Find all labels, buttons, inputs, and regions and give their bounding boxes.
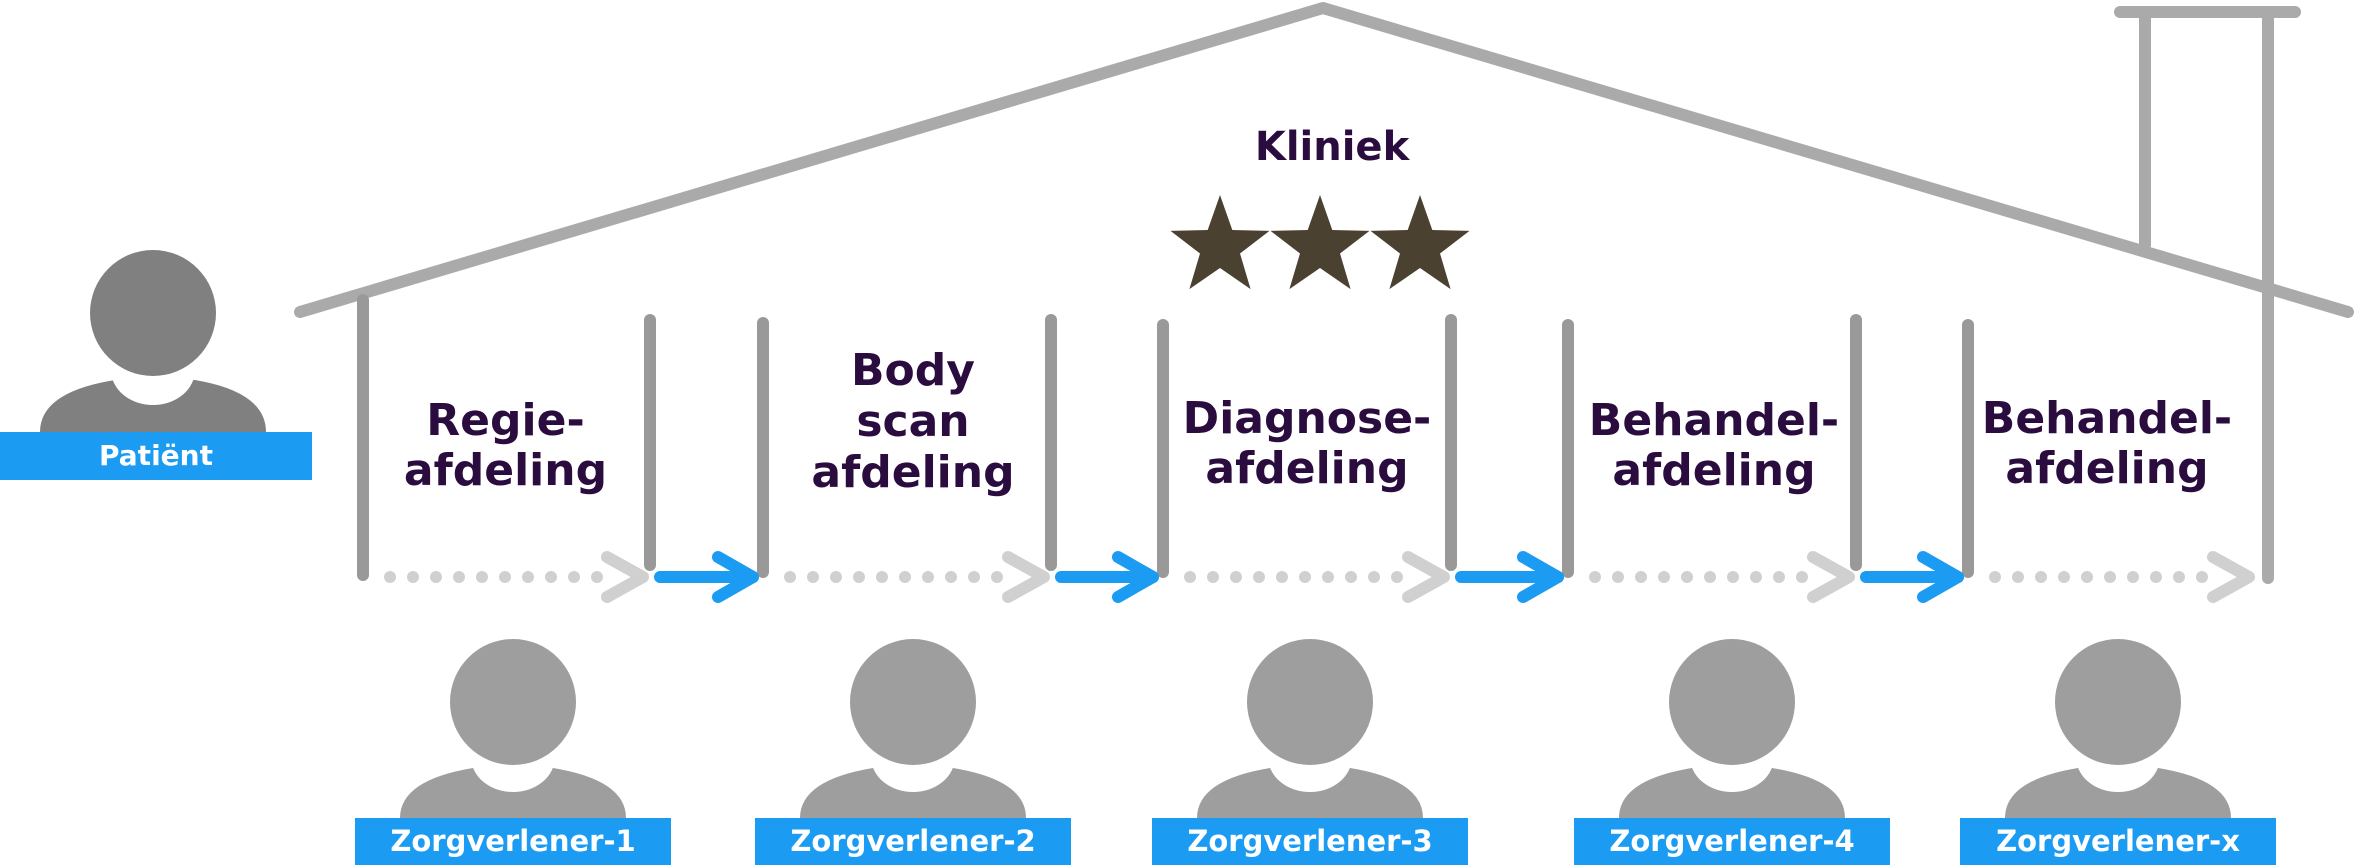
department-label-line: afdeling: [403, 445, 608, 496]
department-label-line: Diagnose-: [1182, 393, 1432, 444]
caregiver-label-3: Zorgverlener-3: [1152, 818, 1468, 865]
patient-label: Patiënt: [0, 432, 312, 480]
department-label-line: scan: [856, 396, 970, 447]
department-label-line: Regie-: [426, 395, 585, 446]
department-label-line: afdeling: [811, 447, 1015, 498]
caregiver-avatar: [1197, 639, 1423, 818]
department-label-line: afdeling: [1612, 445, 1816, 496]
caregiver-avatar: [400, 639, 626, 818]
department-label-line: Behandel-: [1588, 395, 1840, 446]
transfer-arrow-1: [654, 551, 759, 603]
roof-outline: [294, 2, 2354, 318]
department-label-diagnose: Diagnose- afdeling: [1165, 394, 1449, 494]
department-label-behandel-1: Behandel- afdeling: [1572, 396, 1856, 496]
internal-flow-chevrons: [601, 551, 2255, 603]
clinic-title: Kliniek: [1254, 124, 1410, 170]
department-label-behandel-2: Behandel- afdeling: [1965, 394, 2249, 494]
caregiver-label-1: Zorgverlener-1: [355, 818, 671, 865]
star-icon: [1170, 195, 1270, 290]
department-label-bodyscan: Body scan afdeling: [783, 345, 1043, 498]
department-label-line: Body: [851, 345, 975, 396]
caregiver-label-x: Zorgverlener-x: [1960, 818, 2276, 865]
transfer-arrow-3: [1455, 551, 1564, 603]
department-walls: [644, 314, 1974, 578]
caregiver-label-4: Zorgverlener-4: [1574, 818, 1890, 865]
department-label-regie: Regie- afdeling: [383, 396, 628, 496]
patient-avatar: [40, 250, 266, 432]
department-label-line: afdeling: [1205, 443, 1409, 494]
transfer-arrow-2: [1055, 551, 1159, 603]
transfer-arrows: [654, 551, 1964, 603]
caregiver-avatar: [800, 639, 1026, 818]
caregiver-avatars: [400, 639, 2231, 818]
rating-stars: [1170, 195, 1470, 290]
chimney: [2114, 6, 2301, 584]
star-icon: [1370, 195, 1470, 290]
department-label-line: afdeling: [2005, 443, 2209, 494]
star-icon: [1270, 195, 1370, 290]
department-label-line: Behandel-: [1981, 393, 2233, 444]
caregiver-avatar: [2005, 639, 2231, 818]
transfer-arrow-4: [1860, 551, 1964, 603]
caregiver-avatar: [1619, 639, 1845, 818]
caregiver-label-2: Zorgverlener-2: [755, 818, 1071, 865]
